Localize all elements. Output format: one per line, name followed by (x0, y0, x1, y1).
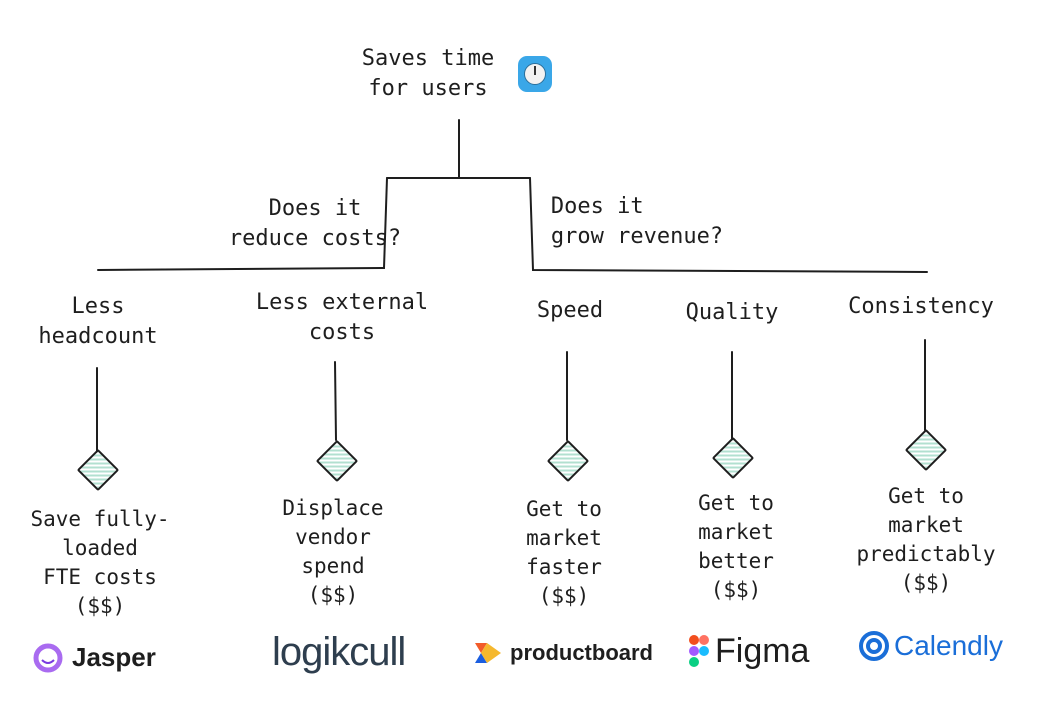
calendly-icon (859, 631, 889, 661)
outcome-speed: Get to market faster ($$) (526, 495, 602, 611)
jasper-wordmark: Jasper (72, 642, 156, 672)
category-line: Quality (685, 300, 779, 325)
branch-right-line-1: Does it (550, 194, 644, 219)
outcome-line: ($$) (900, 571, 952, 595)
category-line: costs (308, 320, 376, 345)
outcome-line: market (526, 526, 602, 550)
outcome-line: market (888, 513, 964, 537)
branch-label-grow-revenue: Does it grow revenue? (551, 192, 723, 252)
root-node-label: Saves time for users (362, 44, 494, 104)
right-branch-line (529, 177, 928, 273)
outcome-line: Save fully- (30, 507, 170, 531)
outcome-headcount: Save fully- loaded FTE costs ($$) (30, 505, 169, 621)
outcome-line: spend (301, 554, 365, 578)
category-line: headcount (38, 324, 158, 349)
root-line-2: for users (368, 76, 488, 101)
outcome-line: ($$) (538, 584, 590, 608)
figma-icon (689, 634, 709, 667)
calendly-wordmark: Calendly (894, 630, 1003, 661)
timer-clock-icon (518, 56, 552, 92)
productboard-wordmark: productboard (510, 640, 653, 665)
jasper-face-icon (33, 643, 63, 672)
category-speed: Speed (537, 296, 603, 326)
productboard-icon (475, 643, 501, 663)
category-line: Consistency (848, 294, 994, 319)
left-branch-line (97, 177, 388, 271)
outcome-line: FTE costs (43, 565, 157, 589)
outcome-line: ($$) (74, 594, 126, 618)
outcome-line: market (698, 520, 774, 544)
outcome-line: vendor (295, 525, 371, 549)
calendly-logo: Calendly (858, 630, 1003, 662)
logikcull-wordmark: logikcull (272, 630, 406, 674)
outcome-quality: Get to market better ($$) (698, 489, 774, 605)
branch-left-line-2: reduce costs? (228, 226, 402, 251)
figma-wordmark: Figma (715, 632, 810, 670)
outcome-line: predictably (856, 542, 996, 566)
outcome-external-costs: Displace vendor spend ($$) (282, 494, 383, 610)
outcome-line: faster (526, 555, 602, 579)
category-consistency: Consistency (848, 292, 994, 322)
root-line-1: Saves time (361, 46, 495, 71)
category-quality: Quality (686, 298, 779, 328)
figma-logo: Figma (688, 632, 809, 671)
stem-external-costs (334, 361, 337, 441)
jasper-logo: Jasper (30, 642, 156, 673)
outcome-line: ($$) (307, 583, 359, 607)
branch-label-reduce-costs: Does it reduce costs? (229, 194, 401, 254)
logikcull-logo: logikcull (272, 630, 406, 675)
outcome-line: ($$) (710, 578, 762, 602)
outcome-line: Get to (526, 497, 602, 521)
outcome-line: Get to (698, 491, 774, 515)
outcome-line: loaded (62, 536, 138, 560)
outcome-line: better (698, 549, 774, 573)
category-line: Less external (255, 290, 429, 315)
branch-right-line-2: grow revenue? (550, 224, 724, 249)
outcome-line: Displace (282, 496, 384, 520)
category-line: Speed (536, 298, 604, 323)
category-line: Less (71, 294, 125, 319)
branch-left-line-1: Does it (268, 196, 362, 221)
outcome-line: Get to (888, 484, 964, 508)
category-less-headcount: Less headcount (38, 292, 157, 352)
outcome-consistency: Get to market predictably ($$) (856, 482, 995, 598)
category-less-external-costs: Less external costs (256, 288, 428, 348)
productboard-logo: productboard (474, 640, 653, 666)
